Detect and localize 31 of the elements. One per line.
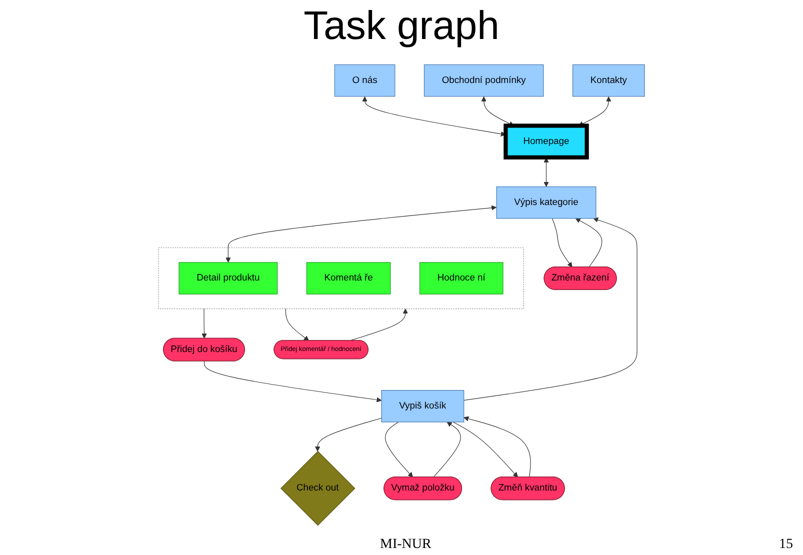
cluster [158,247,524,310]
node-box: Detail produktu [178,262,278,294]
arrow [433,422,461,478]
node-box: Homepage [504,124,589,160]
node-diamond: Check out [280,450,356,526]
arrow [315,418,382,452]
arrow [481,96,514,126]
node-box: Komentá ře [306,262,391,294]
footer-note: 15 [779,537,793,553]
arrow [464,416,531,478]
arrow [350,308,408,341]
arrow [285,308,310,341]
node-box: O nás [334,64,396,97]
arrow [575,218,602,268]
arrow [578,96,612,126]
arrow [226,205,497,263]
arrow [464,217,638,401]
arrow [362,96,506,136]
node-box: Výpis kategorie [496,186,596,219]
node-box: Kontakty [572,64,645,97]
arrow [385,422,413,478]
arrow [552,218,572,268]
node-box: Obchodní podmínky [424,64,544,97]
node-box: Hodnoce ní [419,262,504,294]
arrow [202,308,207,339]
footer-note: MI-NUR [380,537,432,553]
arrow [544,157,549,187]
arrow [452,422,518,478]
arrow [204,361,382,402]
node-box: Vypiš košík [381,390,464,422]
title: Task graph [302,4,500,50]
